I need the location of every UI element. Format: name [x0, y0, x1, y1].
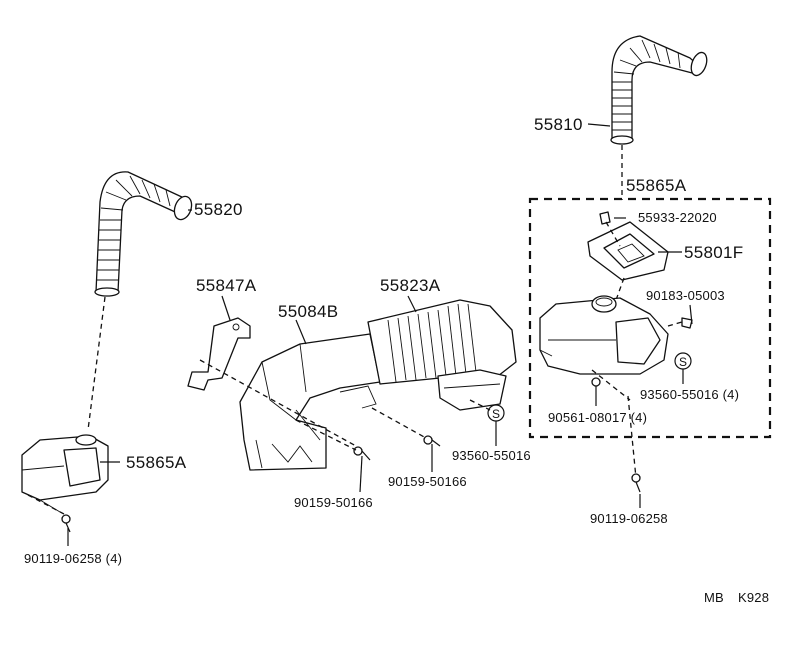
- grommet-90561: [591, 377, 601, 387]
- bolt-90119-left: [61, 514, 71, 533]
- label-55820: 55820: [194, 200, 243, 219]
- svg-text:S: S: [679, 355, 687, 369]
- cover-55801F: [587, 221, 669, 281]
- label-93560-55016: 93560-55016: [452, 448, 531, 463]
- resonator-left: [21, 434, 109, 513]
- clip-90183: [681, 317, 693, 329]
- svg-text:S: S: [492, 407, 500, 421]
- label-90159-50166-b: 90159-50166: [294, 495, 373, 510]
- label-90159-50166-a: 90159-50166: [388, 474, 467, 489]
- hose-55810: [610, 35, 708, 145]
- label-55810: 55810: [534, 115, 583, 134]
- label-55823A: 55823A: [380, 276, 441, 295]
- label-90183-05003: 90183-05003: [646, 288, 725, 303]
- bolt-90159-a: [353, 446, 371, 461]
- hose-55820: [94, 171, 193, 297]
- resonator-right: [539, 295, 669, 375]
- label-55084B: 55084B: [278, 302, 338, 321]
- footer-code-k928: K928: [738, 590, 769, 605]
- duct-55084B: [239, 333, 381, 471]
- label-55933-22020: 55933-22020: [638, 210, 717, 225]
- label-55865A-left: 55865A: [126, 453, 187, 472]
- label-55865A-right: 55865A: [626, 176, 687, 195]
- s-mark-mid: S: [487, 404, 505, 422]
- duct-55823A: [339, 299, 517, 411]
- label-90561-08017-4: 90561-08017 (4): [548, 410, 647, 425]
- s-mark-right: S: [674, 352, 692, 370]
- label-55847A: 55847A: [196, 276, 257, 295]
- assembly-box: [528, 197, 772, 439]
- label-93560-55016-4: 93560-55016 (4): [640, 387, 739, 402]
- leader-lines: [67, 123, 693, 546]
- clip-55933: [599, 211, 611, 225]
- bolt-90119-right: [631, 473, 641, 493]
- label-55801F: 55801F: [684, 243, 743, 262]
- footer-code-mb: MB: [704, 590, 724, 605]
- label-90119-06258: 90119-06258: [590, 511, 668, 526]
- bolt-90159-b: [423, 435, 441, 447]
- bracket-55847A: [187, 317, 251, 391]
- label-90119-06258-4: 90119-06258 (4): [24, 551, 122, 566]
